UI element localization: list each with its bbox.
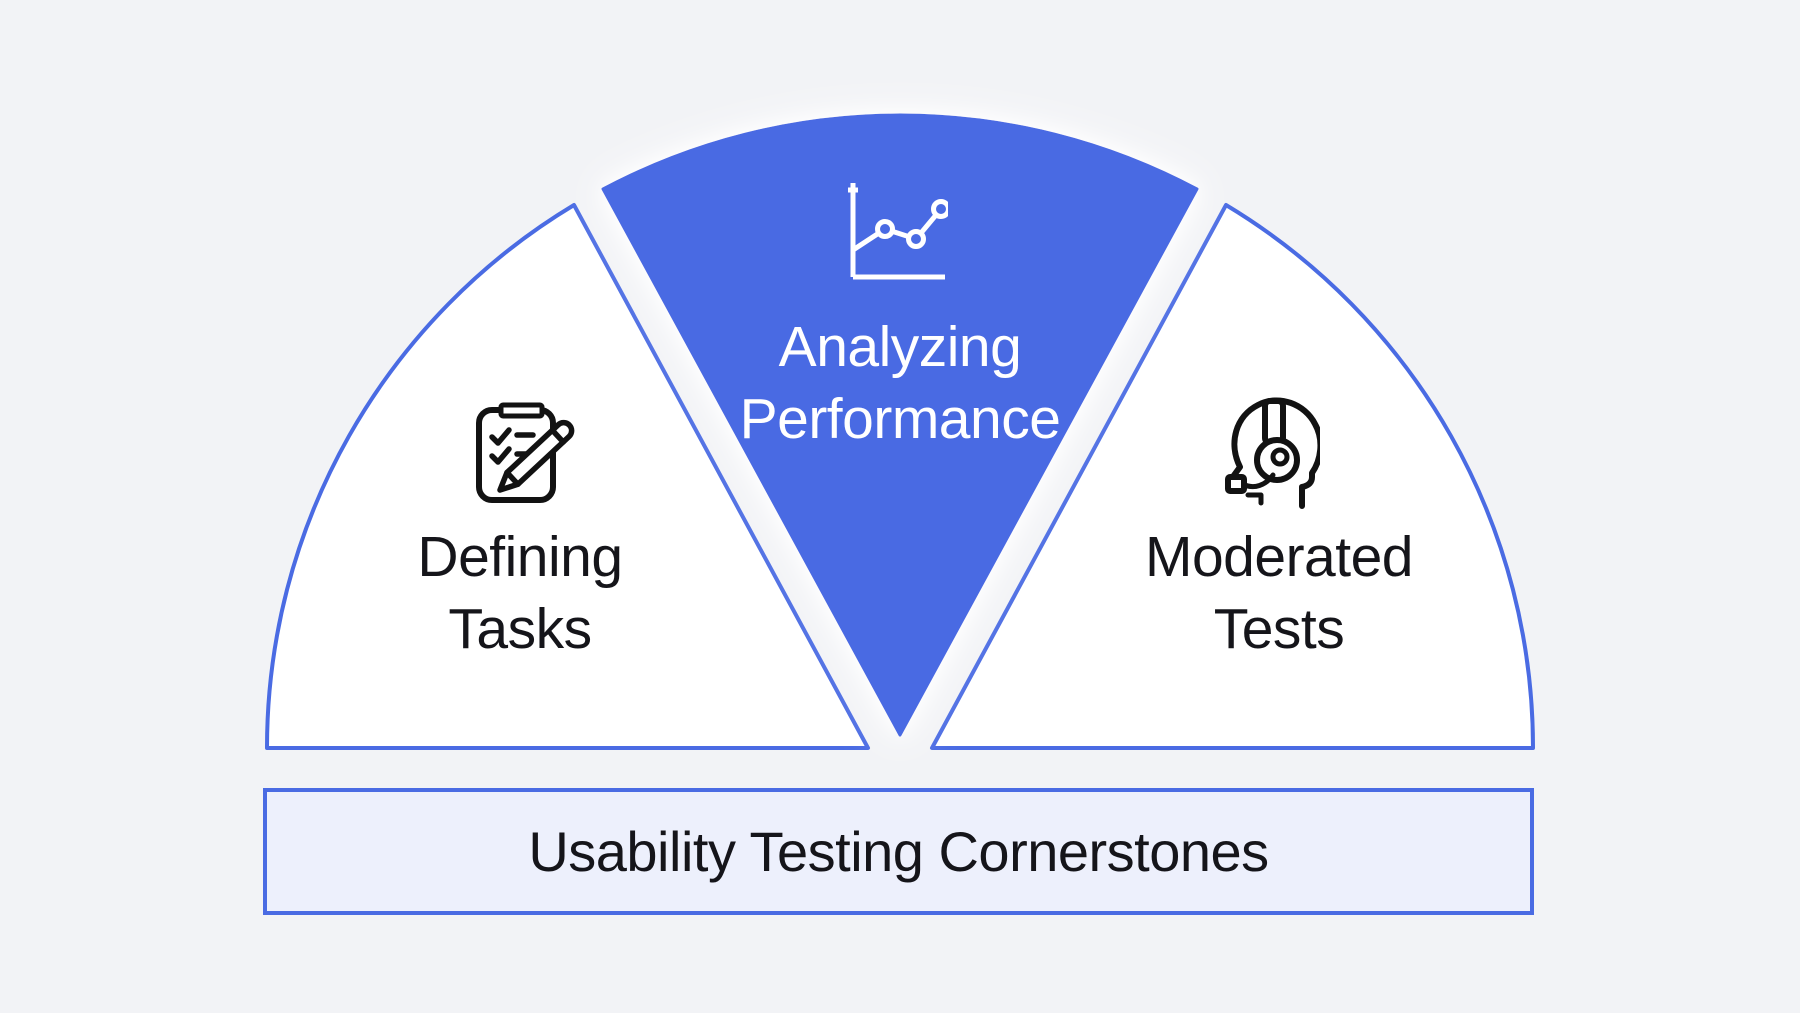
clipboard-checklist-pencil-icon xyxy=(476,402,575,503)
wedge-label-line: Tasks xyxy=(448,597,592,661)
wedge-shape-analyzing-performance xyxy=(601,113,1199,737)
wedge-label-moderated-tests: Moderated Tests xyxy=(1029,521,1529,665)
line-chart-icon xyxy=(848,183,948,280)
base-banner-label: Usability Testing Cornerstones xyxy=(528,820,1269,883)
base-banner: Usability Testing Cornerstones xyxy=(263,788,1534,915)
wedge-label-line: Analyzing xyxy=(778,315,1022,379)
wedge-label-line: Performance xyxy=(739,387,1061,451)
wedge-label-analyzing-performance: Analyzing Performance xyxy=(620,311,1180,455)
headset-person-icon xyxy=(1225,397,1320,509)
wedge-label-line: Moderated xyxy=(1144,525,1414,589)
wedge-shape-defining-tasks xyxy=(264,203,870,750)
wedge-label-line: Defining xyxy=(417,525,623,589)
wedge-label-defining-tasks: Defining Tasks xyxy=(270,521,770,665)
wedge-label-line: Tests xyxy=(1213,597,1345,661)
